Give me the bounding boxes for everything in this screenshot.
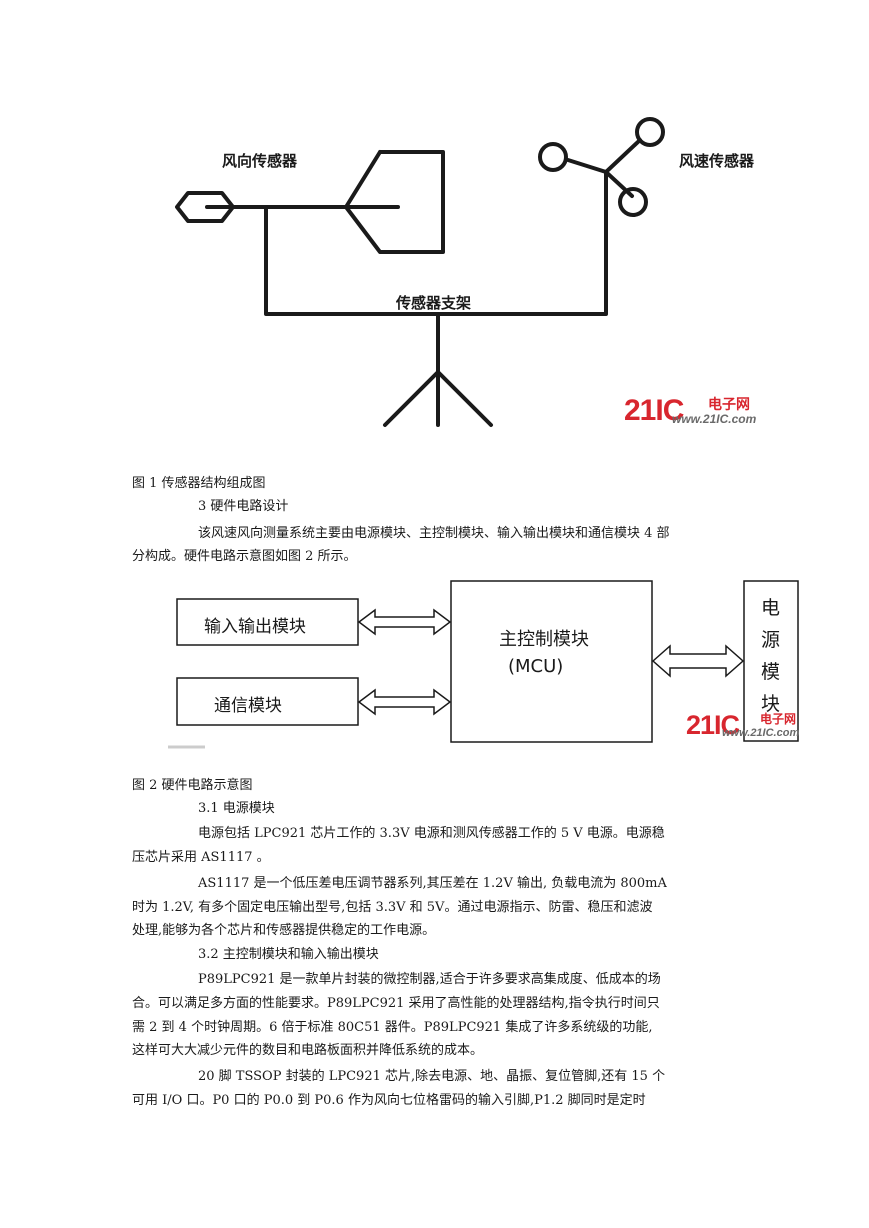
section-3-heading: 3 硬件电路设计 (198, 499, 289, 514)
cup-top (635, 117, 665, 147)
paragraph-2-line-1: 电源包括 LPC921 芯片工作的 3.3V 电源和测风传感器工作的 5 V 电… (198, 826, 665, 841)
watermark-suffix: 电子网 (708, 397, 750, 413)
wind-direction-sensor-label: 风向传感器 (222, 152, 298, 170)
watermark-brand: 21IC (624, 394, 684, 427)
io-module-box (176, 598, 359, 646)
sensor-structure-diagram (175, 117, 665, 427)
watermark-suffix-2: 电子网 (760, 712, 797, 726)
comm-module-label: 通信模块 (214, 696, 282, 716)
cup-left (538, 142, 568, 172)
arrow-io-main (357, 608, 452, 636)
main-control-label: 主控制模块 (499, 629, 589, 650)
watermark-logo-1: 21IC 电子网 www.21IC.com (624, 394, 774, 434)
watermark-sub: www.21IC.com (672, 412, 757, 426)
paragraph-5-line-2: 可用 I/O 口。P0 口的 P0.0 到 P0.6 作为风向七位格雷码的输入引… (132, 1093, 646, 1108)
power-char-1: 电 (761, 597, 781, 619)
arrow-main-power (651, 644, 745, 678)
vane-tail (344, 150, 445, 254)
paragraph-2-line-2: 压芯片采用 AS1117 。 (132, 850, 270, 865)
section-3-2-heading: 3.2 主控制模块和输入输出模块 (198, 947, 379, 962)
figure-1-sensor-structure: 风向传感器 风速传感器 传感器支架 21IC 电子网 www.21IC.com (0, 0, 869, 460)
paragraph-3-line-3: 处理,能够为各个芯片和传感器提供稳定的工作电源。 (132, 923, 436, 938)
figure-2-hardware-diagram: 输入输出模块 通信模块 主控制模块 (MCU) 电 源 模 块 21IC 电子网… (0, 570, 869, 760)
power-char-3: 模 (761, 661, 781, 683)
sensor-bracket-label: 传感器支架 (396, 294, 472, 312)
paragraph-1-line-1: 该风速风向测量系统主要由电源模块、主控制模块、输入输出模块和通信模块 4 部 (198, 526, 670, 541)
io-module-label: 输入输出模块 (204, 617, 306, 637)
paragraph-3-line-2: 时为 1.2V, 有多个固定电压输出型号,包括 3.3V 和 5V。通过电源指示… (132, 900, 653, 915)
cup-bottom (618, 187, 648, 217)
paragraph-3-line-1: AS1117 是一个低压差电压调节器系列,其压差在 1.2V 输出, 负载电流为… (198, 876, 667, 891)
watermark-sub-2: www.21IC.com (722, 727, 800, 739)
wind-speed-sensor-label: 风速传感器 (679, 152, 755, 170)
watermark-brand-2: 21IC (686, 710, 740, 740)
paragraph-4-line-1: P89LPC921 是一款单片封装的微控制器,适合于许多要求高集成度、低成本的场 (198, 972, 661, 987)
hardware-block-diagram (168, 580, 799, 749)
figure-1-caption: 图 1 传感器结构组成图 (132, 476, 266, 491)
paragraph-4-line-4: 这样可大大减少元件的数目和电路板面积并降低系统的成本。 (132, 1043, 484, 1058)
comm-module-box (176, 677, 359, 726)
figure-2-caption: 图 2 硬件电路示意图 (132, 778, 253, 793)
watermark-logo-2: 21IC 电子网 www.21IC.com (686, 710, 806, 746)
paragraph-4-line-3: 需 2 到 4 个时钟周期。6 倍于标准 80C51 器件。P89LPC921 … (132, 1020, 653, 1035)
paragraph-5-line-1: 20 脚 TSSOP 封装的 LPC921 芯片,除去电源、地、晶振、复位管脚,… (198, 1069, 666, 1084)
power-char-4: 块 (761, 693, 781, 715)
main-control-box (450, 580, 653, 743)
arrow-comm-main (357, 688, 452, 716)
mcu-label: (MCU) (508, 656, 564, 677)
section-3-1-heading: 3.1 电源模块 (198, 801, 275, 816)
paragraph-1-line-2: 分构成。硬件电路示意图如图 2 所示。 (132, 549, 357, 564)
power-module-box (743, 580, 799, 742)
power-char-2: 源 (761, 629, 781, 651)
paragraph-4-line-2: 合。可以满足多方面的性能要求。P89LPC921 采用了高性能的处理器结构,指令… (132, 996, 660, 1011)
